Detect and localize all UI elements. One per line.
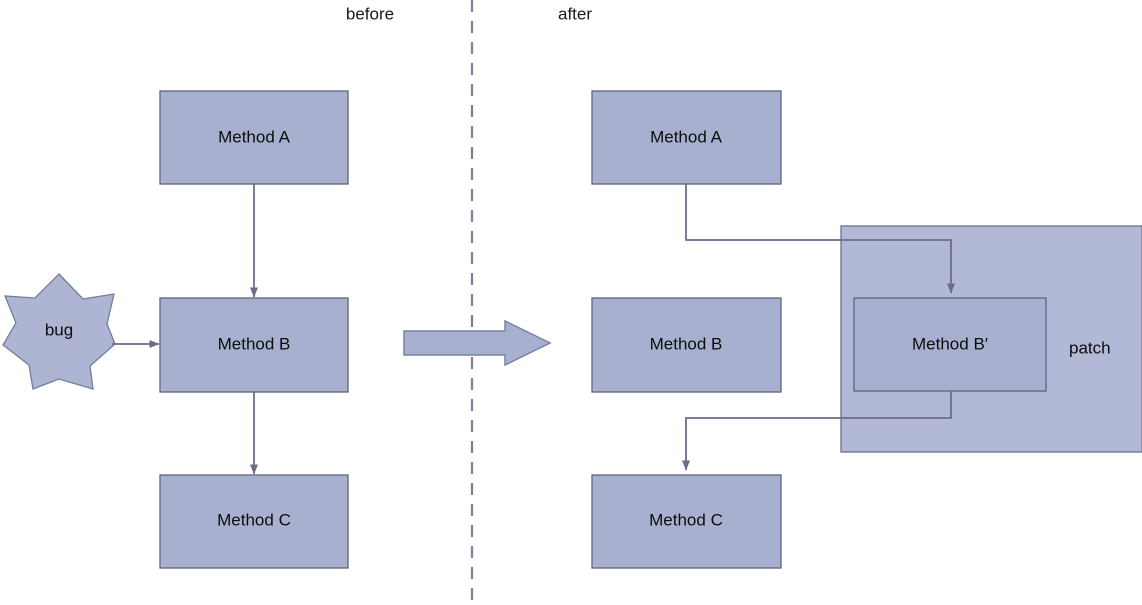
patch-label: patch xyxy=(1069,338,1111,357)
node-method-a-before[interactable]: Method A xyxy=(159,90,349,185)
method-c-after-box xyxy=(591,474,782,569)
method-b-after-label: Method B xyxy=(650,334,723,353)
section-title-before: before xyxy=(346,4,394,23)
method-b-before-label: Method B xyxy=(218,334,291,353)
edge-method-b-prime-to-method-c xyxy=(682,391,952,471)
method-c-before-label: Method C xyxy=(217,510,291,529)
method-a-before-box xyxy=(159,90,349,185)
transition-arrow xyxy=(403,319,552,367)
bug-star-shape xyxy=(2,273,116,390)
method-c-after-label: Method C xyxy=(649,510,723,529)
method-c-before-box xyxy=(159,474,349,569)
bug-node[interactable]: bug xyxy=(2,273,116,390)
node-method-b-before[interactable]: Method B xyxy=(159,297,349,393)
method-a-after-label: Method A xyxy=(650,127,722,146)
node-method-b-prime[interactable]: Method B′ xyxy=(853,297,1047,392)
node-method-c-after[interactable]: Method C xyxy=(591,474,782,569)
method-a-before-label: Method A xyxy=(218,127,290,146)
method-b-prime-box xyxy=(853,297,1047,392)
node-method-c-before[interactable]: Method C xyxy=(159,474,349,569)
node-method-b-after[interactable]: Method B xyxy=(591,297,782,393)
edge-method-a-to-method-b-prime xyxy=(685,184,955,294)
method-a-after-box xyxy=(591,90,782,185)
bug-label: bug xyxy=(45,320,73,339)
node-method-a-after[interactable]: Method A xyxy=(591,90,782,185)
method-b-prime-label: Method B′ xyxy=(912,334,988,353)
section-title-after: after xyxy=(558,4,592,23)
method-b-after-box xyxy=(591,297,782,393)
